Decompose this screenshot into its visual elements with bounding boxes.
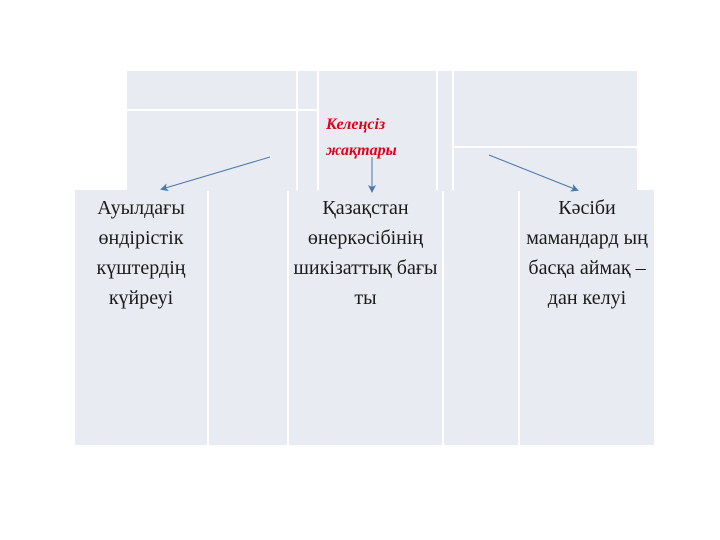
item-label: Қазақстан өнеркәсібінің шикізаттық бағы … <box>293 197 438 309</box>
item-raw-material-industry: Қазақстан өнеркәсібінің шикізаттық бағы … <box>289 190 442 445</box>
top-cell-a1 <box>127 71 296 109</box>
top-cell-b2 <box>298 111 317 191</box>
top-cell-center <box>319 71 436 191</box>
spacer-cell-1 <box>209 190 287 445</box>
top-cell-d1 <box>454 71 637 146</box>
item-specialists-migration: Кәсіби мамандард ың басқа аймақ – дан ке… <box>520 190 654 445</box>
top-cell-d2 <box>454 148 637 191</box>
top-cell-a2 <box>127 111 296 191</box>
item-rural-collapse: Ауылдағы өндірістік күштердің күйреуі <box>75 190 207 445</box>
top-cell-b1 <box>298 71 317 109</box>
top-cell-c1 <box>438 71 452 191</box>
item-label: Ауылдағы өндірістік күштердің күйреуі <box>96 197 186 309</box>
spacer-cell-2 <box>444 190 518 445</box>
diagram-title: Келеңсіз жақтары <box>326 116 397 159</box>
item-label: Кәсіби мамандард ың басқа аймақ – дан ке… <box>526 197 648 309</box>
